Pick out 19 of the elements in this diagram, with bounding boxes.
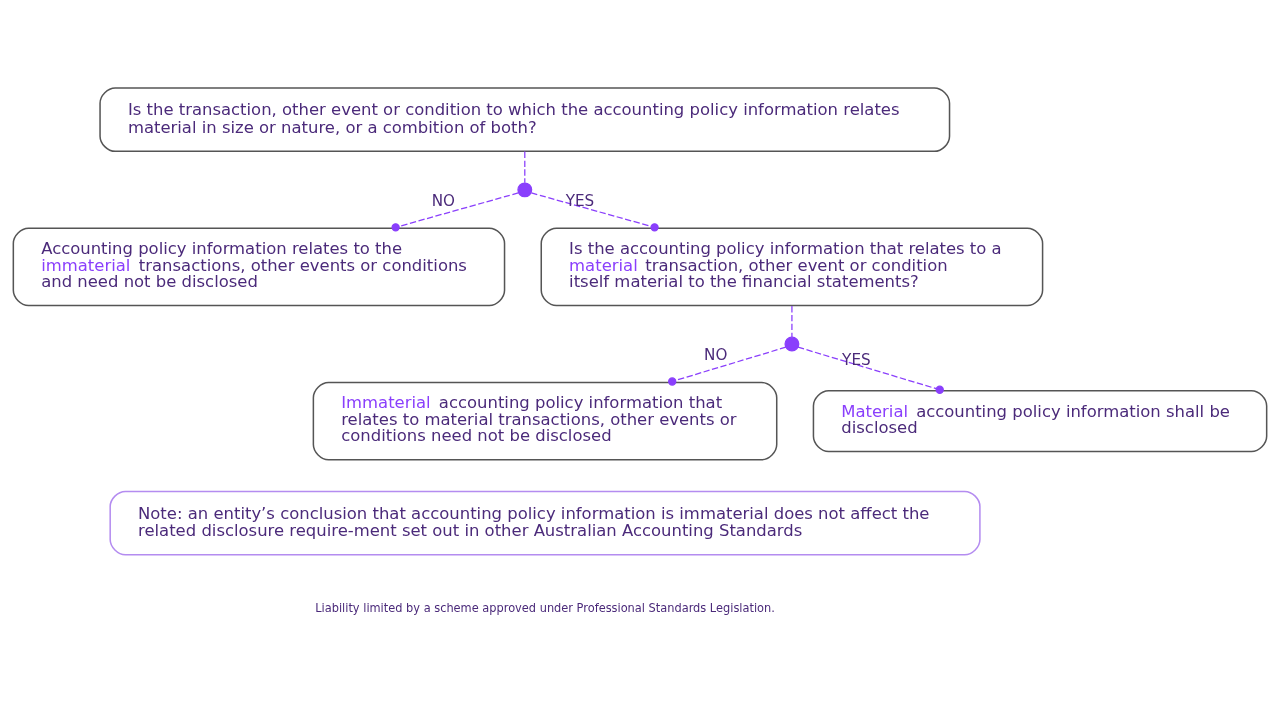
connector <box>530 192 659 232</box>
node-circle <box>784 336 800 352</box>
connector <box>797 346 944 394</box>
node-circle <box>517 182 533 198</box>
label: Liability limited by a scheme approved under Professional Standards Legislation. <box>315 600 775 615</box>
node-box: Material accounting policy information shall be disclosed <box>812 390 1268 453</box>
node-box: Immaterial accounting policy information that relates to material transactions, other events or conditions need not be disclosed <box>312 381 778 461</box>
edge-label: YES <box>565 192 595 211</box>
node-box: Accounting policy information relates to the immaterial transactions, other events or conditions and need not be disclosed <box>12 227 506 307</box>
node-box: Is the transaction, other event or condition to which the accounting policy information relates material in size or nature, or a combition of both? <box>99 87 951 153</box>
edge-label: NO <box>704 346 728 365</box>
connector <box>524 151 526 184</box>
connector <box>668 346 787 386</box>
connector <box>791 305 793 338</box>
node-box: Note: an entity’s conclusion that accounting policy information is immaterial does not affect the related disclosure require-ment set out in other Australian Accounting Standards <box>109 490 981 556</box>
edge-label: NO <box>431 192 456 211</box>
edge-label: YES <box>842 350 871 369</box>
node-box: Is the accounting policy information that relates to a material transaction, other event or condition itself material to the financial statements? <box>540 227 1044 307</box>
connector <box>391 192 519 232</box>
